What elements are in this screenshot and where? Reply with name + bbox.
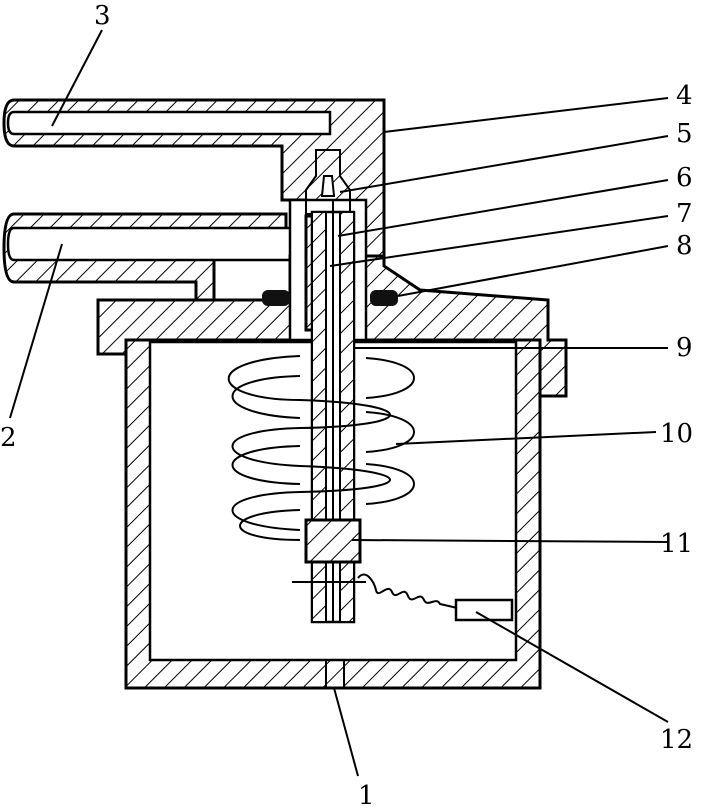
leader-11 xyxy=(351,539,669,543)
leader-1 xyxy=(333,687,359,777)
leader-10 xyxy=(395,431,657,445)
label-7: 7 xyxy=(676,199,693,229)
label-9: 9 xyxy=(676,333,693,363)
label-8: 8 xyxy=(676,231,693,261)
lower-tube xyxy=(2,212,302,302)
leader-4 xyxy=(383,97,669,133)
compression-spring xyxy=(227,355,415,541)
label-12: 12 xyxy=(660,725,693,755)
leader-8 xyxy=(397,245,669,297)
o-ring-right xyxy=(370,290,398,306)
leader-5 xyxy=(339,135,669,193)
label-6: 6 xyxy=(676,163,693,193)
label-3: 3 xyxy=(94,1,111,31)
sleeve xyxy=(304,518,362,564)
label-2: 2 xyxy=(0,423,17,453)
label-10: 10 xyxy=(660,419,693,449)
label-5: 5 xyxy=(676,119,693,149)
label-1: 1 xyxy=(358,781,375,808)
o-ring-left xyxy=(262,290,290,306)
leader-6 xyxy=(337,179,669,237)
label-4: 4 xyxy=(676,81,693,111)
leader-2 xyxy=(9,243,63,419)
tension-spring xyxy=(292,573,514,622)
leader-7 xyxy=(329,215,669,267)
label-11: 11 xyxy=(660,529,693,559)
leader-3 xyxy=(51,29,103,127)
leader-12 xyxy=(475,611,669,723)
